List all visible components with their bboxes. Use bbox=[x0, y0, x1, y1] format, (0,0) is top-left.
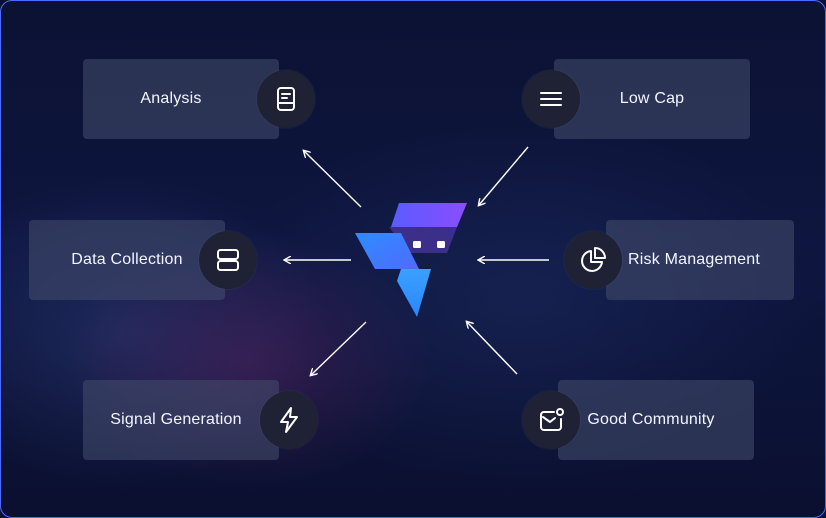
data-collection-card: Data Collection bbox=[29, 220, 225, 300]
arrow-to-signal-generation bbox=[311, 321, 367, 375]
analysis-card: Analysis bbox=[83, 59, 279, 139]
database-icon bbox=[217, 249, 239, 271]
risk-management-icon-circle bbox=[564, 231, 622, 289]
signal-generation-card: Signal Generation bbox=[83, 380, 279, 460]
data-collection-icon-circle bbox=[199, 231, 257, 289]
low-cap-card: Low Cap bbox=[554, 59, 750, 139]
risk-management-label: Risk Management bbox=[628, 251, 760, 268]
lightning-icon bbox=[280, 407, 298, 433]
data-collection-label: Data Collection bbox=[71, 251, 183, 268]
low-cap-icon-circle bbox=[522, 70, 580, 128]
analysis-icon-circle bbox=[257, 70, 315, 128]
good-community-label: Good Community bbox=[587, 411, 715, 428]
brand-logo-icon bbox=[355, 203, 467, 317]
signal-generation-label: Signal Generation bbox=[110, 411, 242, 428]
document-icon bbox=[277, 87, 295, 111]
arrow-to-analysis bbox=[304, 151, 362, 208]
arrow-from-low-cap bbox=[479, 146, 529, 205]
risk-management-card: Risk Management bbox=[606, 220, 794, 300]
low-cap-label: Low Cap bbox=[619, 90, 685, 107]
arrow-from-good-community bbox=[467, 322, 518, 375]
message-notification-icon bbox=[540, 408, 564, 431]
good-community-icon-circle bbox=[522, 391, 580, 449]
good-community-card: Good Community bbox=[558, 380, 754, 460]
pie-chart-icon bbox=[581, 247, 606, 272]
analysis-label: Analysis bbox=[140, 90, 202, 107]
menu-lines-icon bbox=[540, 92, 562, 106]
signal-generation-icon-circle bbox=[260, 391, 318, 449]
